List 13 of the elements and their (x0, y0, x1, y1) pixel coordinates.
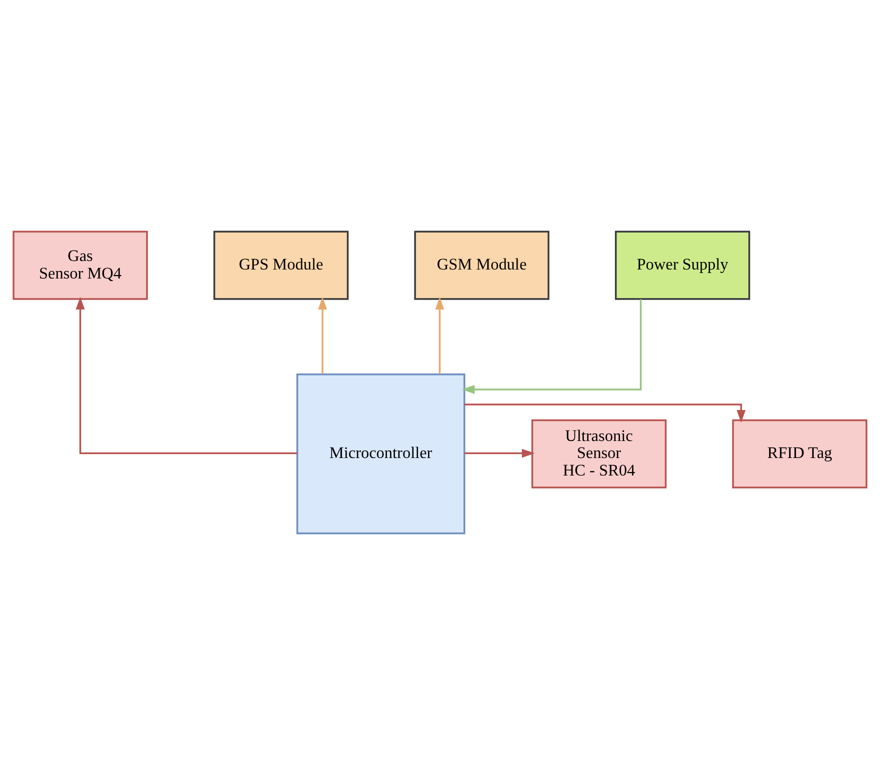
arrow (318, 296, 327, 374)
node-box: GPS Module (213, 230, 349, 300)
node-box: Ultrasonic Sensor HC - SR04 (531, 418, 667, 488)
arrow (464, 403, 746, 422)
node-box: Gas Sensor MQ4 (12, 230, 148, 300)
node-box: Power Supply (614, 230, 750, 300)
arrow (76, 296, 298, 454)
arrow (462, 298, 642, 394)
node-box: Microcontroller (296, 373, 466, 534)
arrow (464, 448, 535, 458)
node-box: RFID Tag (732, 418, 868, 488)
arrow (435, 296, 444, 374)
node-box: GSM Module (414, 230, 550, 300)
